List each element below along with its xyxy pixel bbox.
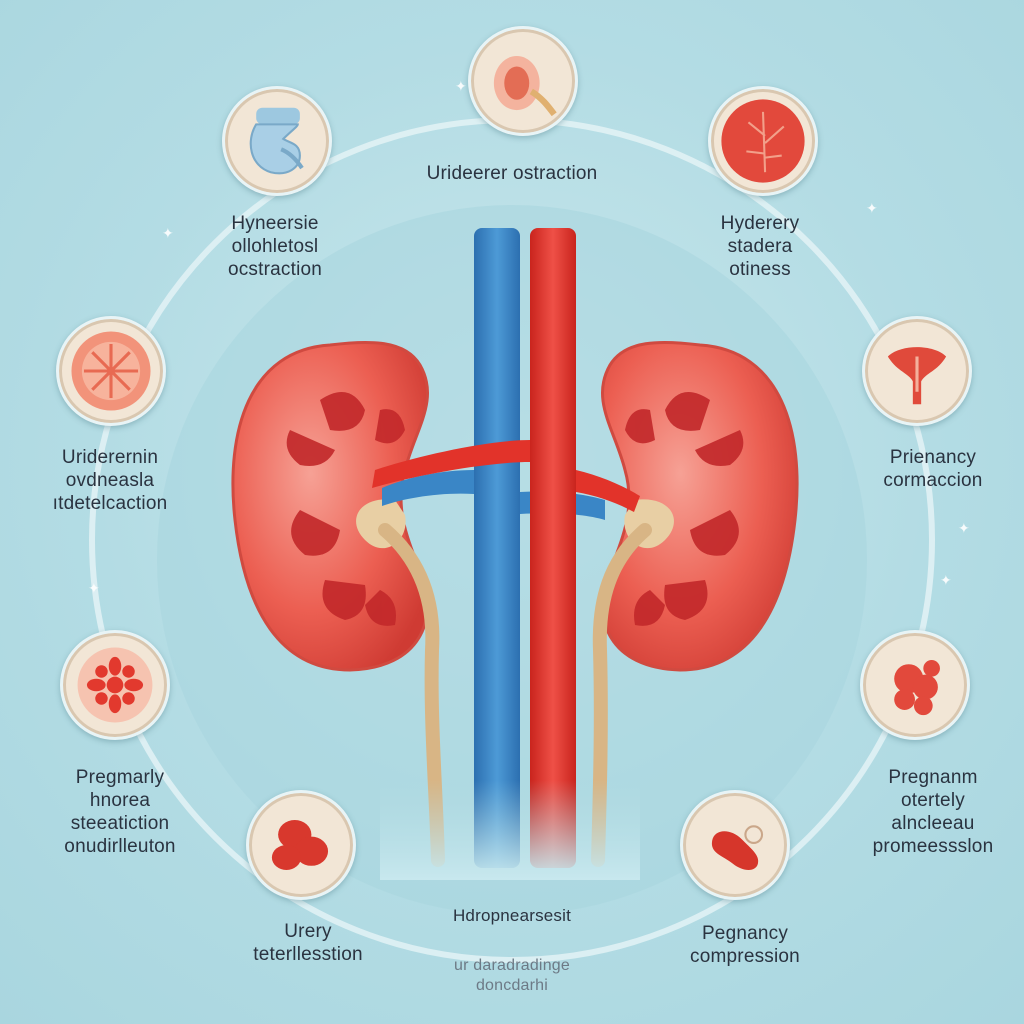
red-nodules-icon xyxy=(860,630,970,740)
uterus-icon xyxy=(862,316,972,426)
sparkle-icon: ✦ xyxy=(866,200,878,216)
red-mass-icon xyxy=(246,790,356,900)
label-mid-left: Uriderernin ovdneasla ıtdetelcaction xyxy=(52,447,168,514)
kidney-stone-cross-section-icon xyxy=(468,26,578,136)
label-bottom-left: Urery teterllesstion xyxy=(253,921,363,965)
sparkle-icon: ✦ xyxy=(88,580,100,596)
label-top-left: Hyneersie ollohletosl ocstraction xyxy=(227,213,323,280)
sparkle-icon: ✦ xyxy=(940,572,952,588)
blue-organ-icon xyxy=(222,86,332,196)
cell-cluster-icon xyxy=(60,630,170,740)
diagram-title: Urideerer ostraction xyxy=(426,163,598,184)
tissue-slice-icon xyxy=(56,316,166,426)
left-kidney xyxy=(231,340,430,672)
label-low-right: Pregnanm otertely alncleeau promeessslon xyxy=(872,767,994,857)
aorta xyxy=(372,228,640,868)
label-top-right: Hyderery stadera otiness xyxy=(720,213,800,280)
label-low-left: Pregmarly hnorea steeatiction onudirlleu… xyxy=(64,767,176,857)
sparkle-icon: ✦ xyxy=(162,225,174,241)
red-bean-organ-icon xyxy=(680,790,790,900)
footer-caption: ur daradradinge doncdarhi xyxy=(454,957,570,994)
center-label: Hdropnearsesit xyxy=(452,906,572,925)
sparkle-icon: ✦ xyxy=(958,520,970,536)
red-kidney-vessels-icon xyxy=(708,86,818,196)
sparkle-icon: ✦ xyxy=(455,78,467,94)
label-mid-right: Prienancy cormaccion xyxy=(883,447,983,491)
right-kidney xyxy=(600,340,799,672)
label-bottom-right: Pegnancy compression xyxy=(690,923,800,967)
